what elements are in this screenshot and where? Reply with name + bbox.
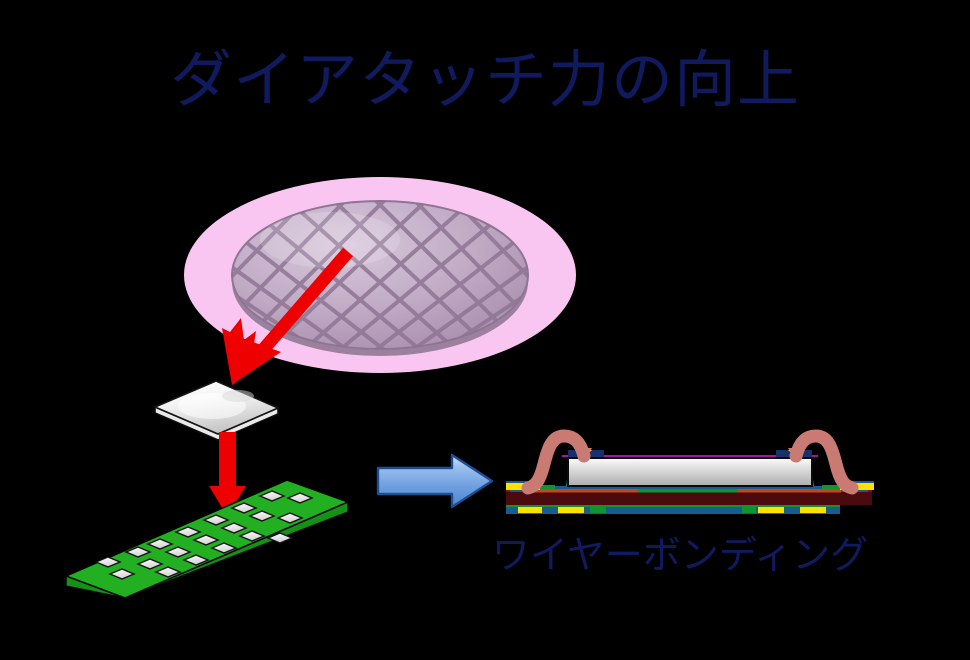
wafer-sheen bbox=[260, 212, 400, 268]
substrate-core bbox=[506, 491, 872, 505]
wire-bonding-caption: ワイヤーボンディング bbox=[491, 533, 869, 577]
solder-pad-bottom-3 bbox=[758, 507, 784, 513]
bond-wire-left bbox=[521, 429, 591, 495]
substrate-trace-orange-right bbox=[737, 489, 841, 493]
green-substrate bbox=[63, 479, 351, 599]
red-diagonal-arrow bbox=[222, 247, 353, 385]
package-bottom-layer bbox=[506, 505, 840, 514]
singulated-die bbox=[152, 380, 281, 441]
page-title: ダイアタッチ力の向上 bbox=[169, 43, 800, 116]
substrate-pad-array bbox=[94, 490, 314, 580]
solder-pad-bottom-1 bbox=[518, 507, 542, 513]
bond-wire-right bbox=[789, 429, 859, 495]
solder-pad-bottom-2 bbox=[558, 507, 584, 513]
wire-bond-cross-section bbox=[506, 429, 874, 514]
substrate-trace-orange-left bbox=[533, 489, 637, 493]
cross-section-die bbox=[567, 457, 813, 487]
blue-process-arrow bbox=[376, 453, 494, 509]
solder-pad-bottom-4 bbox=[800, 507, 826, 513]
substrate-trace-green bbox=[637, 489, 737, 493]
red-vertical-arrow bbox=[209, 432, 246, 516]
